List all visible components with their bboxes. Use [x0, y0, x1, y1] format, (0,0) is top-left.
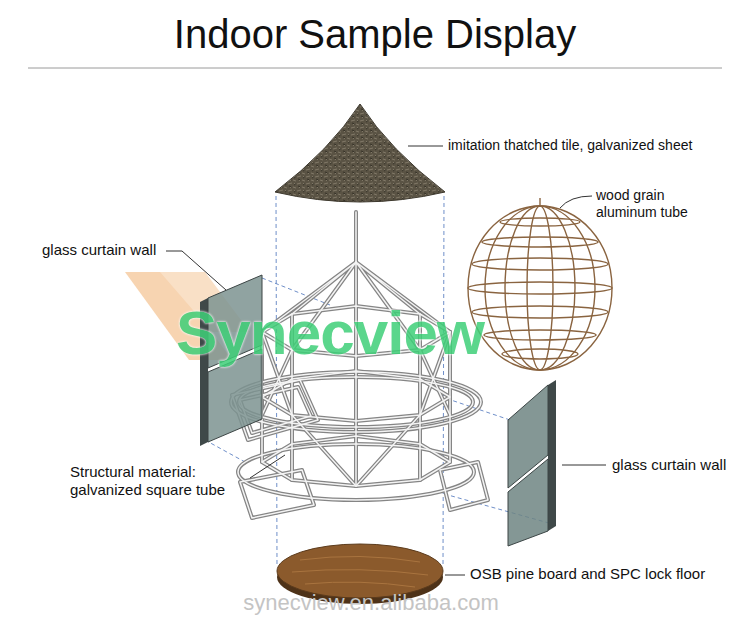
cage-ring	[484, 330, 596, 340]
leader-line	[408, 146, 443, 147]
glass-edge	[548, 380, 556, 531]
wood-grain-cage	[468, 198, 612, 370]
title-rule	[28, 68, 722, 69]
glass-pane	[508, 459, 548, 546]
watermark: Synecview	[176, 296, 484, 370]
cage-meridian	[485, 206, 595, 370]
cage-meridian	[527, 206, 553, 370]
projection-lines	[205, 196, 556, 566]
title: Indoor Sample Display	[0, 10, 750, 58]
watermark-url: synecview.en.alibaba.com	[0, 590, 746, 616]
part-label: OSB pine board and SPC lock floor	[470, 565, 705, 583]
part-label: imitation thatched tile, galvanized shee…	[448, 137, 692, 154]
part-label: glass curtain wall	[42, 241, 156, 259]
part-label: glass curtain wall	[612, 456, 726, 474]
wood-grain	[292, 556, 428, 587]
projection-line	[205, 440, 245, 462]
cage-ring	[500, 218, 580, 226]
glass-panel-right	[508, 380, 556, 546]
leader-line	[166, 251, 226, 290]
leader-line	[560, 196, 592, 208]
cage-ring	[472, 306, 608, 318]
cage-ring	[502, 349, 578, 359]
cage-ring	[482, 237, 598, 247]
leader-line	[250, 455, 285, 478]
leader-lines	[166, 146, 606, 575]
cage-ring	[472, 258, 608, 270]
thatched-roof	[275, 104, 445, 202]
part-label: Structural material: galvanized square t…	[70, 463, 248, 499]
floor-top	[277, 544, 443, 598]
leader-line	[445, 575, 465, 576]
part-label: wood grain aluminum tube	[596, 187, 708, 221]
cage-meridian	[505, 206, 575, 370]
roof-cone	[275, 104, 445, 202]
leader-line	[562, 465, 606, 466]
cage-meridian	[468, 206, 612, 370]
cage-ring	[468, 282, 612, 294]
